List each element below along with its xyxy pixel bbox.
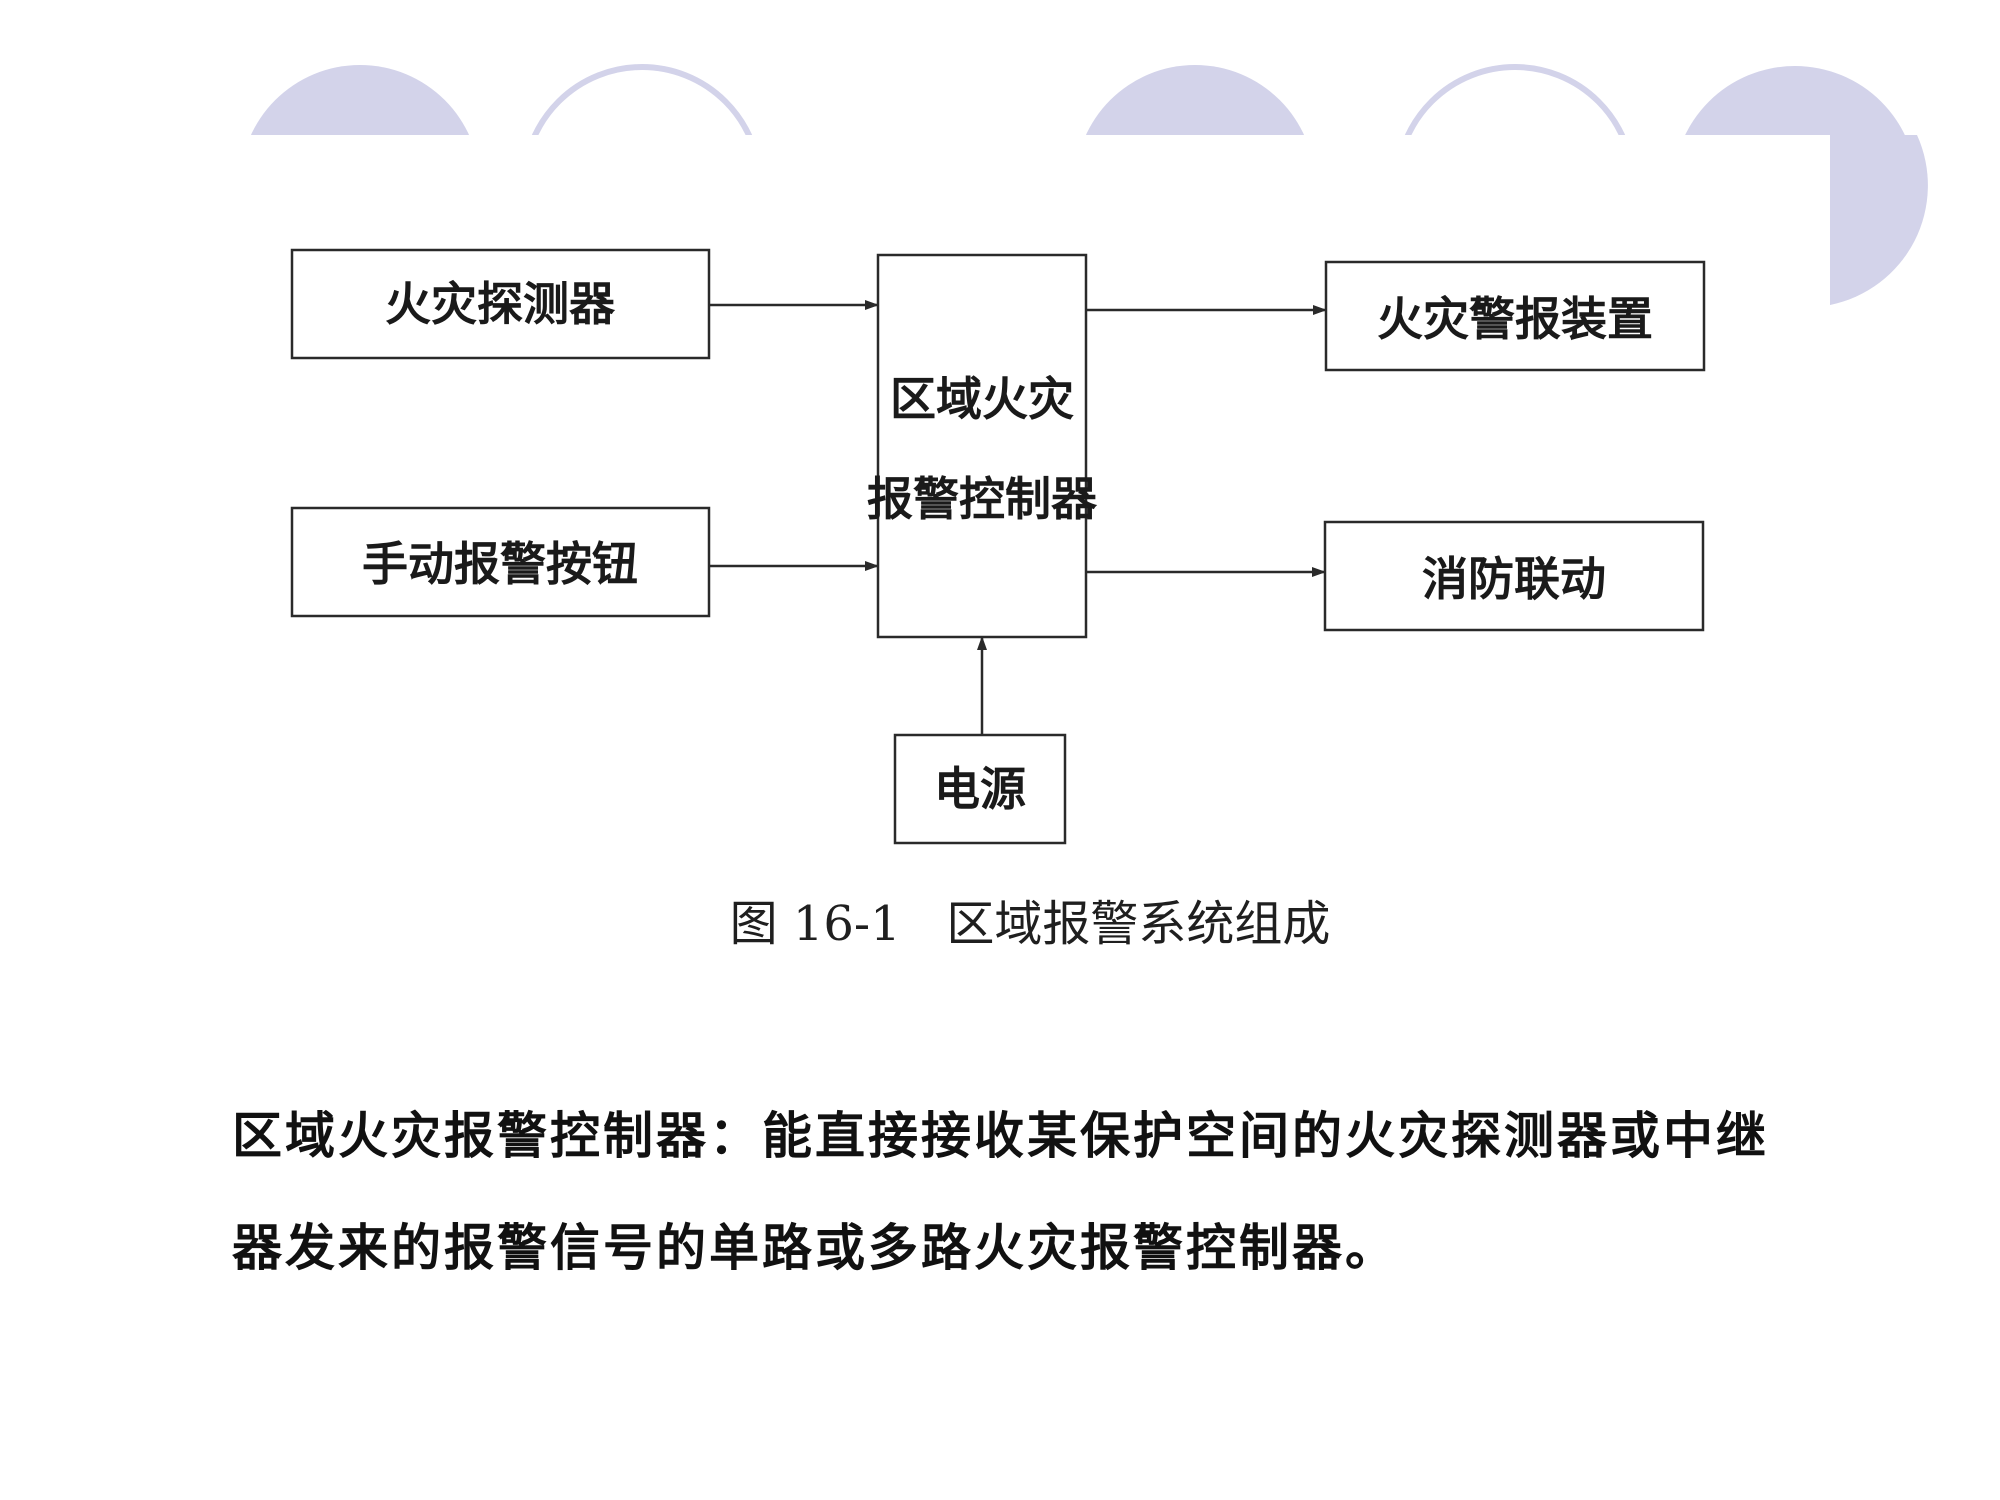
box-power-supply: 电源 [893,733,1067,845]
description-text: 区域火灾报警控制器：能直接接收某保护空间的火灾探测器或中继器发来的报警信号的单路… [232,1107,1769,1277]
box-fire-linkage: 消防联动 [1323,520,1705,632]
decor-circle-5-edge [1830,135,1928,305]
box-controller-label-line1: 区域火灾 [890,372,1074,426]
box-controller-label-line2: 报警控制器 [867,472,1098,526]
box-manual-alarm-button: 手动报警按钮 [290,506,711,618]
figure-caption: 图 16-1 区域报警系统组成 [730,896,1331,952]
box-manual-alarm-button-label: 手动报警按钮 [362,537,638,591]
box-fire-alarm-device: 火灾警报装置 [1324,260,1706,372]
box-area-fire-alarm-controller: 区域火灾 报警控制器 [867,253,1098,639]
box-fire-linkage-label: 消防联动 [1422,552,1606,606]
box-fire-alarm-device-label: 火灾警报装置 [1377,292,1653,346]
box-power-supply-label: 电源 [934,762,1026,816]
box-fire-detector: 火灾探测器 [290,248,711,360]
box-fire-detector-label: 火灾探测器 [385,277,616,331]
